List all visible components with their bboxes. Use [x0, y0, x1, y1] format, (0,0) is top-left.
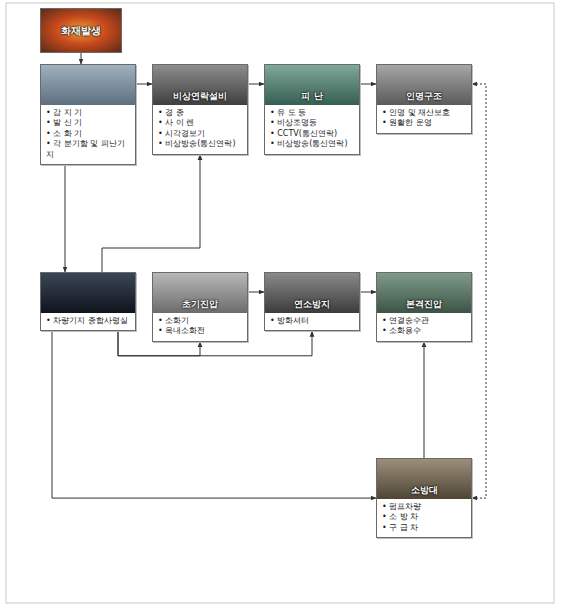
picture-panel: 피 난 — [265, 65, 359, 105]
list-item: • 소 화 기 — [46, 129, 130, 139]
flow-arrow — [81, 53, 82, 64]
event-label: 화재발생 — [57, 22, 105, 40]
item-list: • 펌프차량• 소 방 차• 구 급 차 — [377, 499, 471, 537]
list-item: • 구 급 차 — [382, 523, 466, 533]
list-item: • 비상조명등 — [270, 118, 354, 128]
box-title: 피 난 — [298, 92, 325, 102]
list-item: • 소화기 — [158, 316, 242, 326]
list-item: • 방화셔터 — [270, 316, 354, 326]
box-title: 인명구조 — [403, 92, 445, 102]
process-box: 인명구조 • 인명 및 재산보호• 원활한 운영 — [376, 64, 472, 134]
process-box: 비상연락설비 • 경 종• 사 이 렌• 시각경보기• 비상방송(통신연락) — [152, 64, 248, 155]
item-list: • 유 도 등• 비상조명등• CCTV(통신연락)• 비상방송(통신연락) — [265, 105, 359, 154]
flow-arrow — [136, 84, 152, 85]
process-box: 피 난 • 유 도 등• 비상조명등• CCTV(통신연락)• 비상방송(통신연락… — [264, 64, 360, 155]
list-item: • 각 분기함 및 피난기지 — [46, 139, 130, 160]
item-list: • 차량기지 종합사령실 — [41, 313, 135, 330]
item-list: • 연결송수관• 소화용수 — [377, 313, 471, 341]
list-item: • 인명 및 재산보호 — [382, 108, 466, 118]
process-box: 초기진압 • 소화기• 옥내소화전 — [152, 272, 248, 342]
process-box: • 차량기지 종합사령실 — [40, 272, 136, 331]
process-box: 연소방지 • 방화셔터 — [264, 272, 360, 331]
box-title: 소방대 — [408, 486, 441, 496]
process-box: 소방대 • 펌프차량• 소 방 차• 구 급 차 — [376, 458, 472, 538]
flow-arrow — [360, 84, 376, 85]
list-item: • 소화용수 — [382, 326, 466, 336]
picture-panel: 초기진압 — [153, 273, 247, 313]
picture-panel: 인명구조 — [377, 65, 471, 105]
list-item: • 옥내소화전 — [158, 326, 242, 336]
picture-panel: 연소방지 — [265, 273, 359, 313]
frame-border — [6, 3, 554, 603]
list-item: • 비상방송(통신연락) — [270, 139, 354, 149]
list-item: • 차량기지 종합사령실 — [46, 316, 130, 326]
process-box: 본격진압 • 연결송수관• 소화용수 — [376, 272, 472, 342]
picture-panel — [41, 273, 135, 313]
list-item: • 원활한 운영 — [382, 118, 466, 128]
list-item: • 연결송수관 — [382, 316, 466, 326]
item-list: • 인명 및 재산보호• 원활한 운영 — [377, 105, 471, 133]
list-item: • 펌프차량 — [382, 502, 466, 512]
picture-panel — [41, 65, 135, 105]
picture-panel: 비상연락설비 — [153, 65, 247, 105]
list-item: • 경 종 — [158, 108, 242, 118]
list-item: • CCTV(통신연락) — [270, 129, 354, 139]
flow-arrow — [102, 155, 200, 272]
list-item: • 유 도 등 — [270, 108, 354, 118]
flow-arrow — [248, 84, 264, 85]
box-title: 비상연락설비 — [170, 92, 230, 102]
item-list: • 소화기• 옥내소화전 — [153, 313, 247, 341]
event-box: 화재발생 — [40, 8, 122, 53]
process-box: • 감 지 기• 발 신 기• 소 화 기• 각 분기함 및 피난기지 — [40, 64, 136, 165]
item-list: • 감 지 기• 발 신 기• 소 화 기• 각 분기함 및 피난기지 — [41, 105, 135, 164]
list-item: • 시각경보기 — [158, 129, 242, 139]
list-item: • 발 신 기 — [46, 118, 130, 128]
picture-panel: 본격진압 — [377, 273, 471, 313]
item-list: • 경 종• 사 이 렌• 시각경보기• 비상방송(통신연락) — [153, 105, 247, 154]
flow-arrow — [52, 331, 376, 498]
picture-panel: 소방대 — [377, 459, 471, 499]
list-item: • 사 이 렌 — [158, 118, 242, 128]
item-list: • 방화셔터 — [265, 313, 359, 330]
list-item: • 소 방 차 — [382, 512, 466, 522]
flow-arrow — [65, 165, 66, 272]
list-item: • 감 지 기 — [46, 108, 130, 118]
flow-arrow — [360, 292, 376, 293]
box-title: 초기진압 — [179, 300, 221, 310]
flow-arrow — [248, 292, 264, 293]
box-title: 본격진압 — [403, 300, 445, 310]
list-item: • 비상방송(통신연락) — [158, 139, 242, 149]
flow-arrow — [472, 84, 486, 498]
flow-arrow — [424, 342, 425, 458]
box-title: 연소방지 — [291, 300, 333, 310]
